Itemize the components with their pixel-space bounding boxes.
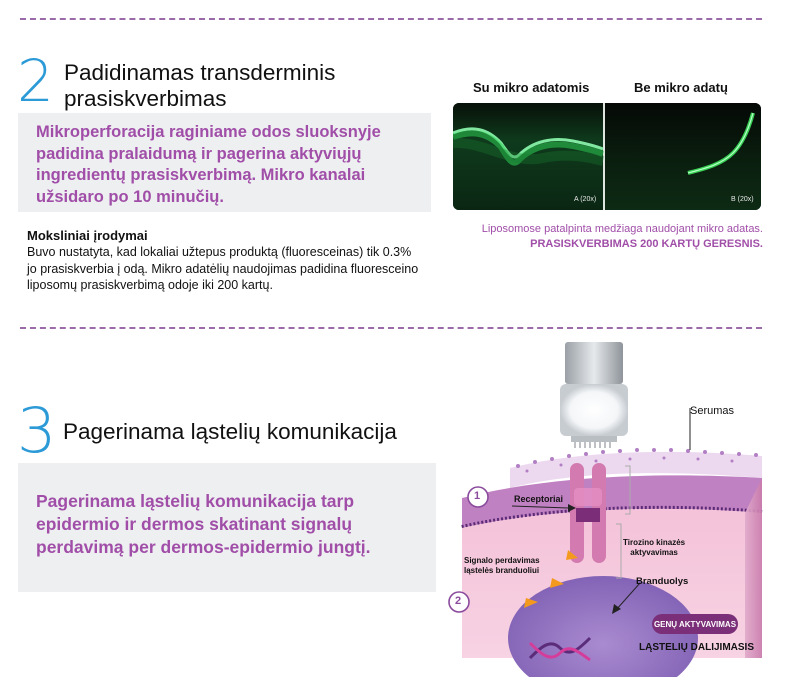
- microscopy-image: A (20x) B (20x): [453, 103, 761, 210]
- cell-communication-diagram: Serumas 1 2 Receptoriai Tirozino kinazės…: [440, 338, 785, 682]
- section2-title-line1: Padidinamas transderminis: [64, 60, 336, 85]
- section2-lead-text: Mikroperforacija raginiame odos sluoksny…: [36, 123, 381, 206]
- step-1-number: 1: [474, 490, 481, 502]
- signal-label-line1: Signalo perdavimas: [464, 556, 540, 565]
- section2-title: Padidinamas transderminis prasiskverbima…: [64, 60, 335, 112]
- micro-tag-a: A (20x): [574, 196, 597, 203]
- top-divider: [20, 18, 762, 20]
- section2-title-line2: prasiskverbimas: [64, 86, 227, 111]
- section3-title: Pagerinama ląstelių komunikacija: [63, 419, 397, 444]
- caption-line2: PRASISKVERBIMAS 200 KARTŲ GERESNIS.: [530, 238, 763, 250]
- cell-division-label: LĄSTELIŲ DALIJIMASIS: [639, 642, 755, 653]
- section-number-2: 2: [17, 47, 54, 115]
- micro-label-without-needles: Be mikro adatų: [634, 80, 728, 95]
- kinase-label-line1: Tirozino kinazės: [623, 538, 686, 547]
- gene-activation-badge: GENŲ AKTYVAVIMAS: [653, 620, 737, 629]
- evidence-heading: Moksliniai įrodymai: [27, 228, 148, 243]
- serum-label: Serumas: [690, 405, 735, 417]
- microscopy-illustration: [453, 103, 761, 210]
- middle-divider: [20, 327, 762, 329]
- section3-lead-box: Pagerinama ląstelių komunikacija tarp ep…: [18, 463, 436, 592]
- caption-line1: Liposomose patalpinta medžiaga naudojant…: [481, 223, 763, 235]
- section-number-3: 3: [17, 394, 57, 467]
- receptor-label: Receptoriai: [514, 494, 564, 504]
- evidence-text: Buvo nustatyta, kad lokaliai užtepus pro…: [27, 245, 419, 292]
- section2-lead-box: Mikroperforacija raginiame odos sluoksny…: [18, 113, 431, 212]
- signal-label: Signalo perdavimas ląstelės branduoliui: [464, 556, 540, 576]
- diagram-illustration: [448, 342, 763, 682]
- micro-label-with-needles: Su mikro adatomis: [473, 80, 590, 95]
- kinase-label-line2: aktyvavimas: [630, 548, 678, 557]
- step-2-number: 2: [455, 595, 462, 607]
- kinase-label: Tirozino kinazės aktyvavimas: [623, 538, 685, 558]
- microscopy-caption: Liposomose patalpinta medžiaga naudojant…: [482, 222, 763, 252]
- micro-tag-b: B (20x): [731, 196, 754, 203]
- signal-label-line2: ląstelės branduoliui: [464, 566, 540, 575]
- nucleus-label: Branduolys: [636, 576, 689, 587]
- section3-lead-text: Pagerinama ląstelių komunikacija tarp ep…: [36, 491, 371, 557]
